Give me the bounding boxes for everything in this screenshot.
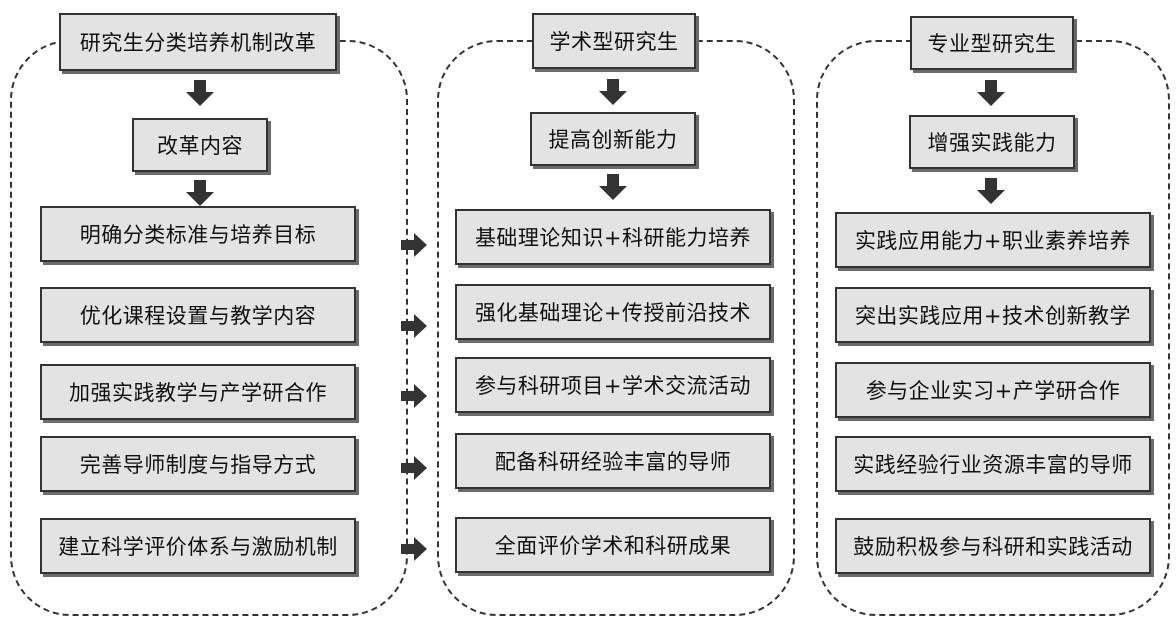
reform-content-box: 改革内容	[132, 118, 268, 172]
academic-item-5: 全面评价学术和科研成果	[455, 517, 771, 573]
professional-item-5: 鼓励积极参与科研和实践活动	[835, 518, 1151, 574]
professional-item-1: 实践应用能力+职业素养培养	[835, 212, 1151, 268]
right-arrow-icon	[401, 456, 427, 480]
right-arrow-icon	[401, 537, 427, 561]
professional-item-3: 参与企业实习+产学研合作	[835, 362, 1151, 418]
reform-item-3: 加强实践教学与产学研合作	[40, 364, 356, 420]
down-arrow-icon	[599, 174, 627, 200]
professional-header-box: 专业型研究生	[910, 16, 1074, 70]
down-arrow-icon	[186, 180, 214, 206]
down-arrow-icon	[599, 79, 627, 105]
academic-header-box: 学术型研究生	[532, 13, 696, 69]
academic-item-2: 强化基础理论+传授前沿技术	[455, 284, 771, 340]
academic-goal-box: 提高创新能力	[530, 112, 696, 166]
down-arrow-icon	[977, 178, 1005, 204]
professional-item-2: 突出实践应用+技术创新教学	[835, 287, 1151, 343]
academic-item-1: 基础理论知识+科研能力培养	[455, 209, 771, 265]
right-arrow-icon	[401, 314, 427, 338]
reform-item-2: 优化课程设置与教学内容	[40, 287, 356, 343]
professional-item-4: 实践经验行业资源丰富的导师	[835, 436, 1151, 492]
reform-item-5: 建立科学评价体系与激励机制	[40, 518, 356, 574]
right-arrow-icon	[401, 384, 427, 408]
down-arrow-icon	[977, 80, 1005, 106]
professional-goal-box: 增强实践能力	[909, 115, 1075, 169]
academic-item-3: 参与科研项目+学术交流活动	[455, 357, 771, 413]
reform-header-box: 研究生分类培养机制改革	[59, 13, 337, 71]
right-arrow-icon	[401, 233, 427, 257]
reform-item-4: 完善导师制度与指导方式	[40, 436, 356, 492]
academic-item-4: 配备科研经验丰富的导师	[455, 433, 771, 489]
reform-item-1: 明确分类标准与培养目标	[40, 206, 356, 262]
down-arrow-icon	[186, 80, 214, 106]
